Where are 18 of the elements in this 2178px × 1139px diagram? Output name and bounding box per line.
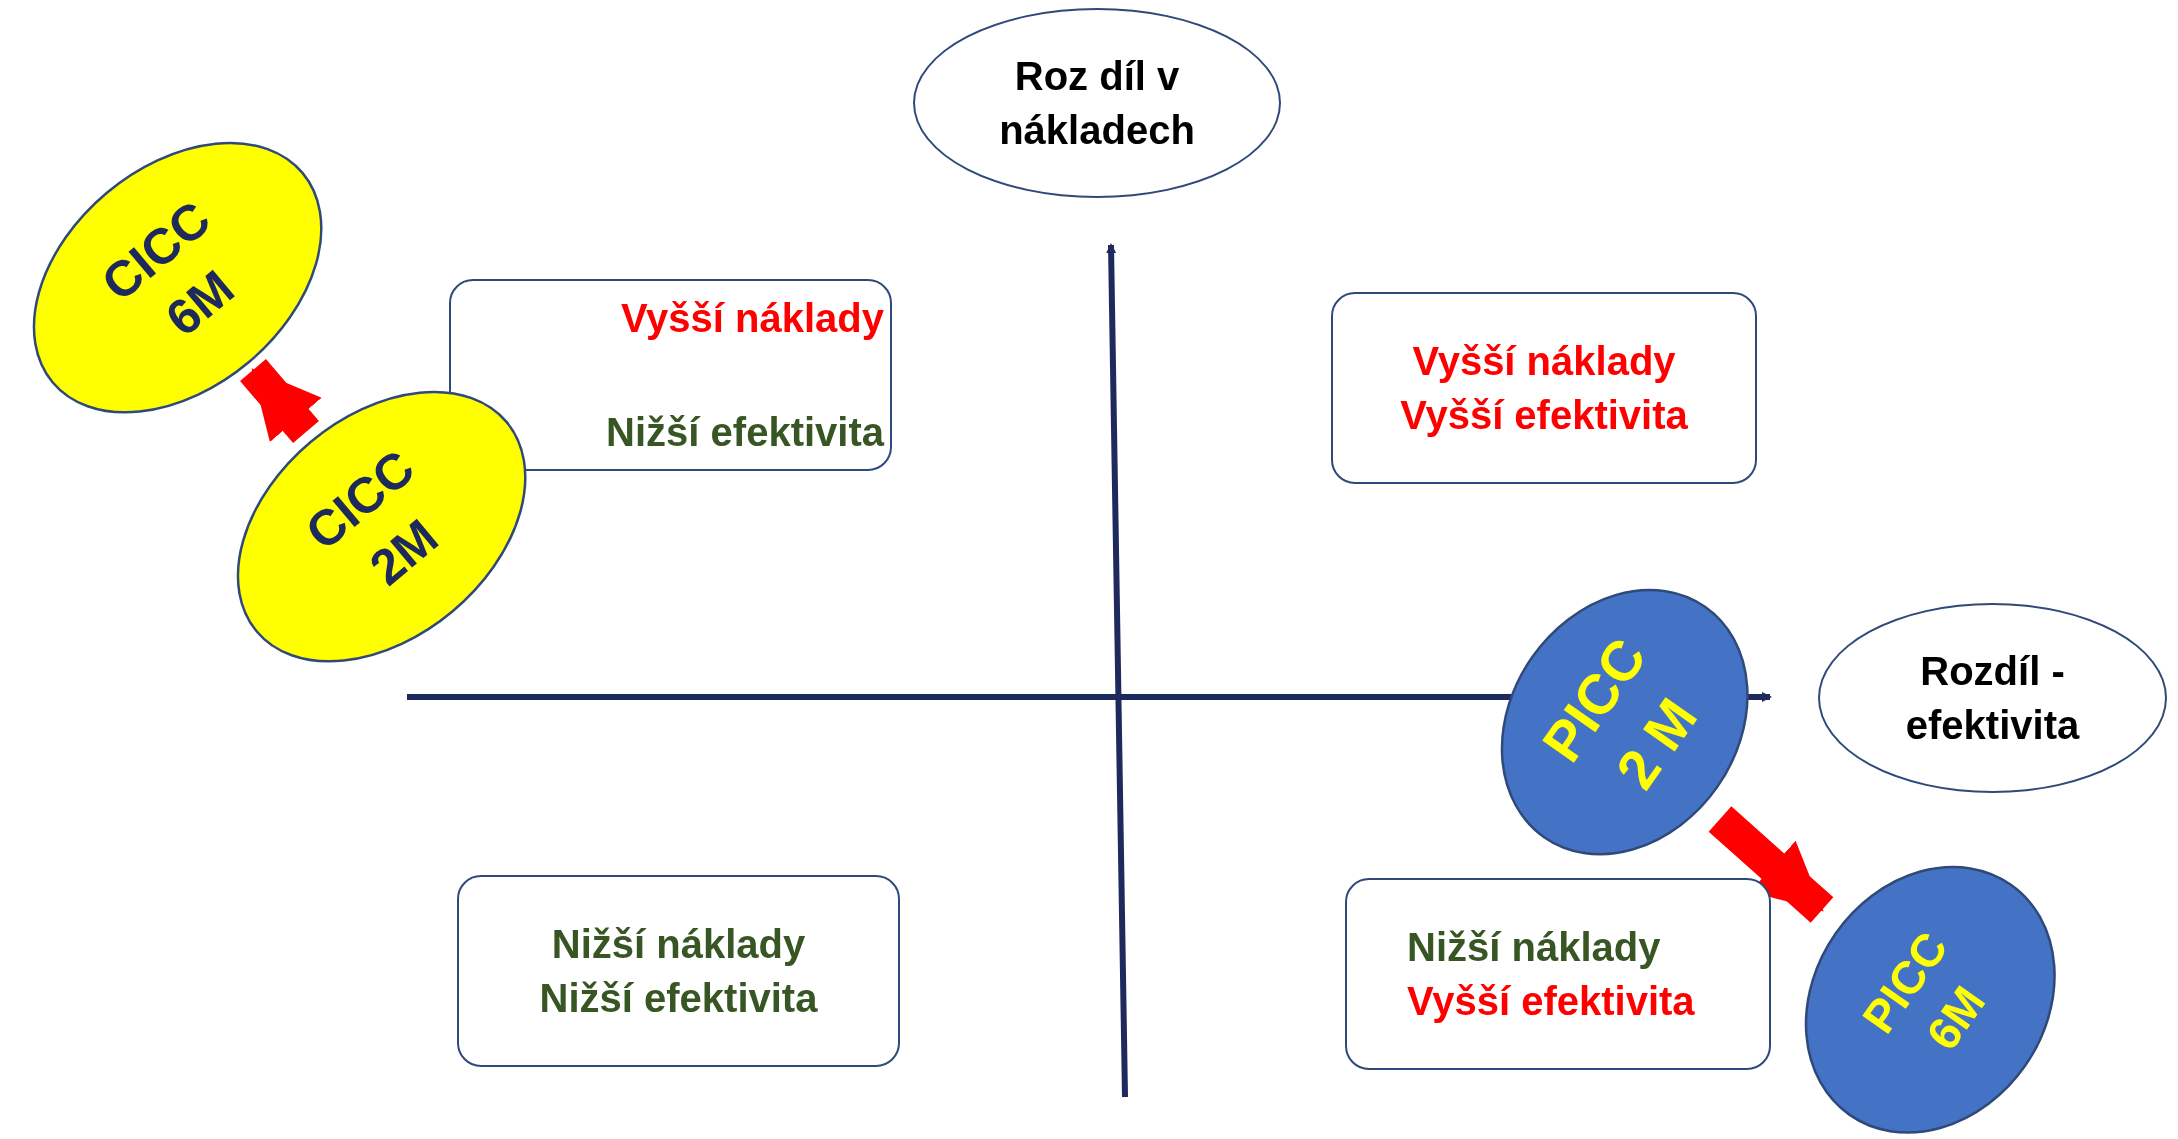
block-arrow bbox=[240, 358, 322, 444]
ellipse-node bbox=[1803, 865, 2057, 1135]
node-label: Vyšší náklady Vyšší efektivita bbox=[1399, 338, 1689, 439]
quadrant-box bbox=[1331, 292, 1757, 484]
block-arrow bbox=[1708, 806, 1834, 923]
ellipse-node bbox=[32, 141, 324, 415]
node-label: Nižší efektivita bbox=[606, 409, 884, 456]
quadrant-box bbox=[1345, 878, 1771, 1070]
node-label: Rozdíl - efektivita bbox=[1904, 648, 2081, 749]
node-label: Roz díl v nákladech bbox=[998, 53, 1196, 154]
quadrant-box bbox=[457, 875, 900, 1067]
node-label: Vyšší náklady bbox=[620, 295, 884, 342]
node-label: Vyšší efektivita bbox=[1407, 978, 1695, 1025]
node-label: Nižší náklady Nižší efektivita bbox=[538, 921, 819, 1022]
node-label: Nižší náklady bbox=[1407, 924, 1661, 971]
quadrant-box bbox=[449, 279, 892, 471]
ellipse-node bbox=[1500, 587, 1750, 857]
ellipse-node bbox=[236, 390, 528, 664]
